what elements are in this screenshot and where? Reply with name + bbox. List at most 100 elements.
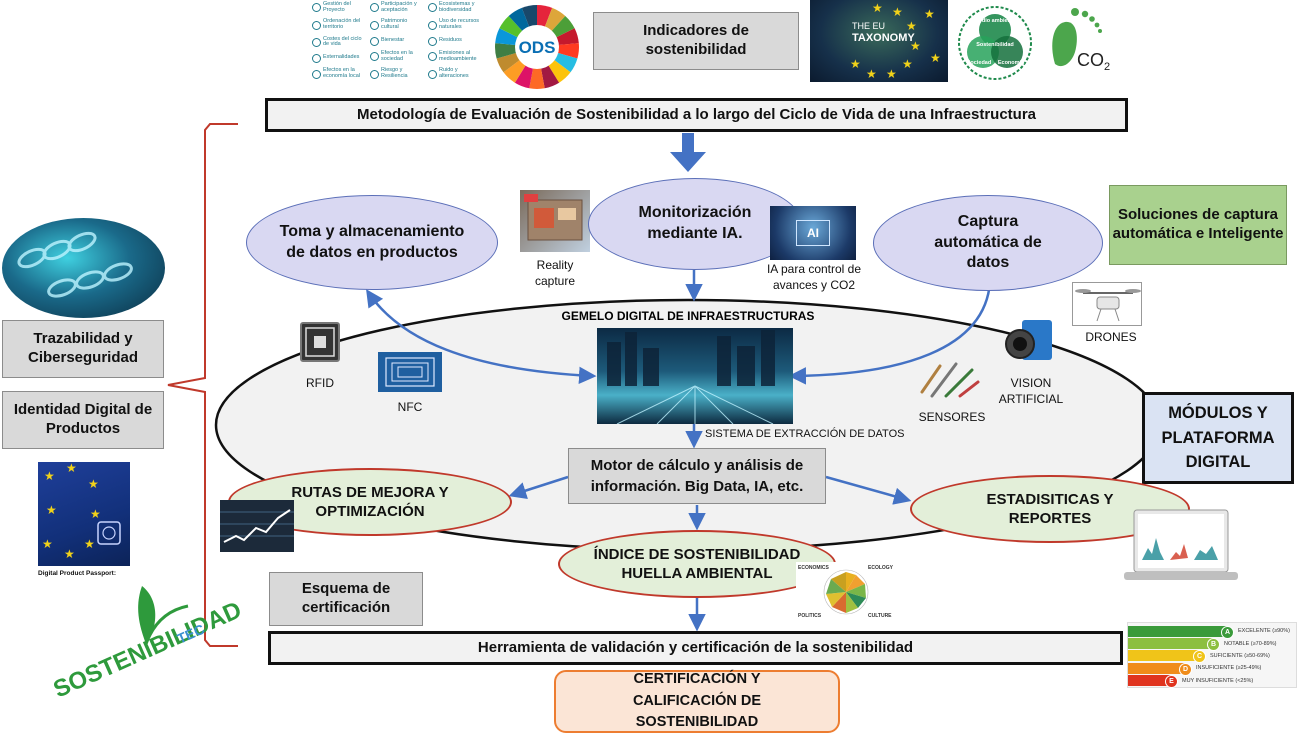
sustainability-radar-icon: ECONOMICS ECOLOGY POLITICS CULTURE	[796, 562, 896, 620]
criteria-icon	[370, 52, 379, 62]
ia-control-label: IA para control de avances y CO2	[766, 262, 862, 292]
esquema-label: Esquema de certificación	[301, 580, 391, 616]
criteria-label: Ordenación del territorio	[323, 18, 361, 31]
criteria-label: Ruido y alteraciones	[439, 67, 469, 80]
rating-label: INSUFICIENTE (≥25-49%)	[1196, 665, 1262, 672]
indice-node: ÍNDICE DE SOSTENIBILIDAD HUELLA AMBIENTA…	[558, 530, 836, 598]
svg-text:★: ★	[866, 67, 877, 81]
captura-label: Captura automática de datos	[934, 212, 1042, 272]
rating-bar: C	[1128, 650, 1206, 664]
identidad-box: Identidad Digital de Productos	[2, 391, 164, 449]
criteria-icon	[370, 3, 379, 13]
venn-label-sociedad: Sociedad	[967, 60, 991, 66]
svg-text:★: ★	[930, 51, 941, 65]
co2-sub: 2	[1104, 61, 1110, 73]
svg-text:★: ★	[886, 67, 897, 81]
svg-text:★: ★	[90, 507, 101, 521]
criteria-icon	[428, 36, 437, 46]
svg-text:★: ★	[42, 537, 53, 551]
criteria-item: Bienestar	[370, 36, 424, 46]
drone-icon	[1075, 289, 1141, 322]
criteria-label: Gestión del Proyecto	[323, 1, 351, 13]
radar-label-culture: CULTURE	[868, 613, 892, 619]
criteria-icon	[428, 69, 437, 79]
criteria-icon	[312, 3, 321, 13]
radar-label-economics: ECONOMICS	[798, 565, 830, 571]
svg-text:★: ★	[64, 547, 75, 561]
criteria-item: Riesgo y Resiliencia	[370, 68, 424, 80]
svg-text:★: ★	[44, 469, 55, 483]
ods-label: ODS	[519, 38, 556, 57]
passport-stars-icon: ★★★★ ★★★★	[42, 462, 121, 561]
svg-text:★: ★	[850, 57, 861, 71]
ods-wheel-icon: ODS	[495, 5, 579, 90]
traceability-chain-image	[2, 218, 165, 318]
criteria-item: Gestión del Proyecto	[312, 1, 366, 14]
criteria-label: Ecosistemas y biodiversidad	[439, 1, 475, 13]
left-brace	[167, 123, 238, 647]
trend-chart-image	[220, 500, 294, 552]
criteria-icon	[312, 69, 321, 79]
eu-taxonomy-image: ★★★★ ★★★★ ★★ THE EU TAXONOMY	[810, 0, 948, 82]
criteria-icon	[312, 37, 321, 47]
rating-row: B NOTABLE (≥70-89%)	[1128, 637, 1296, 652]
indicadores-label: Indicadores de sostenibilidad	[643, 22, 749, 58]
svg-text:★: ★	[892, 5, 903, 19]
criteria-icon	[370, 69, 379, 79]
criteria-icon	[428, 52, 437, 62]
digital-passport-image: ★★★★ ★★★★	[38, 462, 130, 566]
herramienta-label: Herramienta de validación y certificació…	[477, 638, 914, 656]
certificacion-box: CERTIFICACIÓN Y CALIFICACIÓN DE SOSTENIB…	[554, 670, 840, 733]
criteria-item: Residuos	[428, 36, 482, 46]
rating-letter: B	[1207, 638, 1220, 652]
trazabilidad-label: Trazabilidad y Ciberseguridad	[27, 330, 139, 366]
arrow-motor-rutas	[508, 475, 569, 500]
co2-footprint-icon: CO2	[1052, 8, 1110, 73]
esquema-box: Esquema de certificación	[269, 572, 423, 626]
criteria-icon	[370, 20, 379, 30]
monitorizacion-node: Monitorización mediante IA.	[588, 178, 802, 270]
monitorizacion-label: Monitorización mediante IA.	[638, 204, 752, 242]
reality-capture-image	[520, 190, 590, 252]
extraccion-label: SISTEMA DE EXTRACCIÓN DE DATOS	[705, 428, 905, 440]
criteria-icon	[428, 3, 437, 13]
rating-label: SUFICIENTE (≥50-69%)	[1210, 652, 1270, 659]
ai-image: AI	[770, 206, 856, 260]
indice-label: ÍNDICE DE SOSTENIBILIDAD HUELLA AMBIENTA…	[593, 545, 801, 583]
sustainability-venn-icon: Medio ambiente Sostenibilidad Sociedad E…	[958, 6, 1032, 80]
venn-label-sostenibilidad: Sostenibilidad	[976, 42, 1014, 48]
laptop-icon	[1124, 509, 1238, 580]
rating-letter: C	[1193, 650, 1206, 664]
identidad-label: Identidad Digital de Productos	[13, 401, 153, 437]
rfid-chip-image	[300, 322, 340, 362]
criteria-item: Ordenación del territorio	[312, 18, 366, 31]
methodology-bar: Metodología de Evaluación de Sostenibili…	[265, 98, 1128, 132]
criteria-label: Externalidades	[323, 54, 360, 61]
trend-icon	[220, 509, 294, 543]
rfid-icon	[305, 327, 335, 357]
criteria-item: Ecosistemas y biodiversidad	[428, 1, 482, 14]
taxonomy-line2: TAXONOMY	[852, 31, 915, 44]
rating-label: NOTABLE (≥70-89%)	[1224, 640, 1277, 647]
criteria-item: Emisiones al medioambiente	[428, 50, 482, 63]
rating-label: MUY INSUFICIENTE (<25%)	[1182, 677, 1254, 684]
ai-badge: AI	[796, 220, 830, 246]
vision-label: VISION ARTIFICIAL	[998, 376, 1064, 406]
drone-image	[1072, 282, 1142, 326]
arrow-motor-estadisticas	[825, 475, 912, 505]
rating-bar: A	[1128, 625, 1234, 639]
criteria-item: Costes del ciclo de vida	[312, 36, 366, 49]
svg-text:★: ★	[46, 503, 57, 517]
criteria-label: Efectos en la sociedad	[381, 50, 413, 62]
criteria-label: Riesgo y Resiliencia	[381, 67, 408, 80]
rating-row: C SUFICIENTE (≥50-69%)	[1128, 650, 1296, 664]
criteria-icon	[312, 20, 321, 30]
sensors-image	[916, 356, 982, 402]
svg-text:CO2: CO2	[1077, 50, 1110, 73]
